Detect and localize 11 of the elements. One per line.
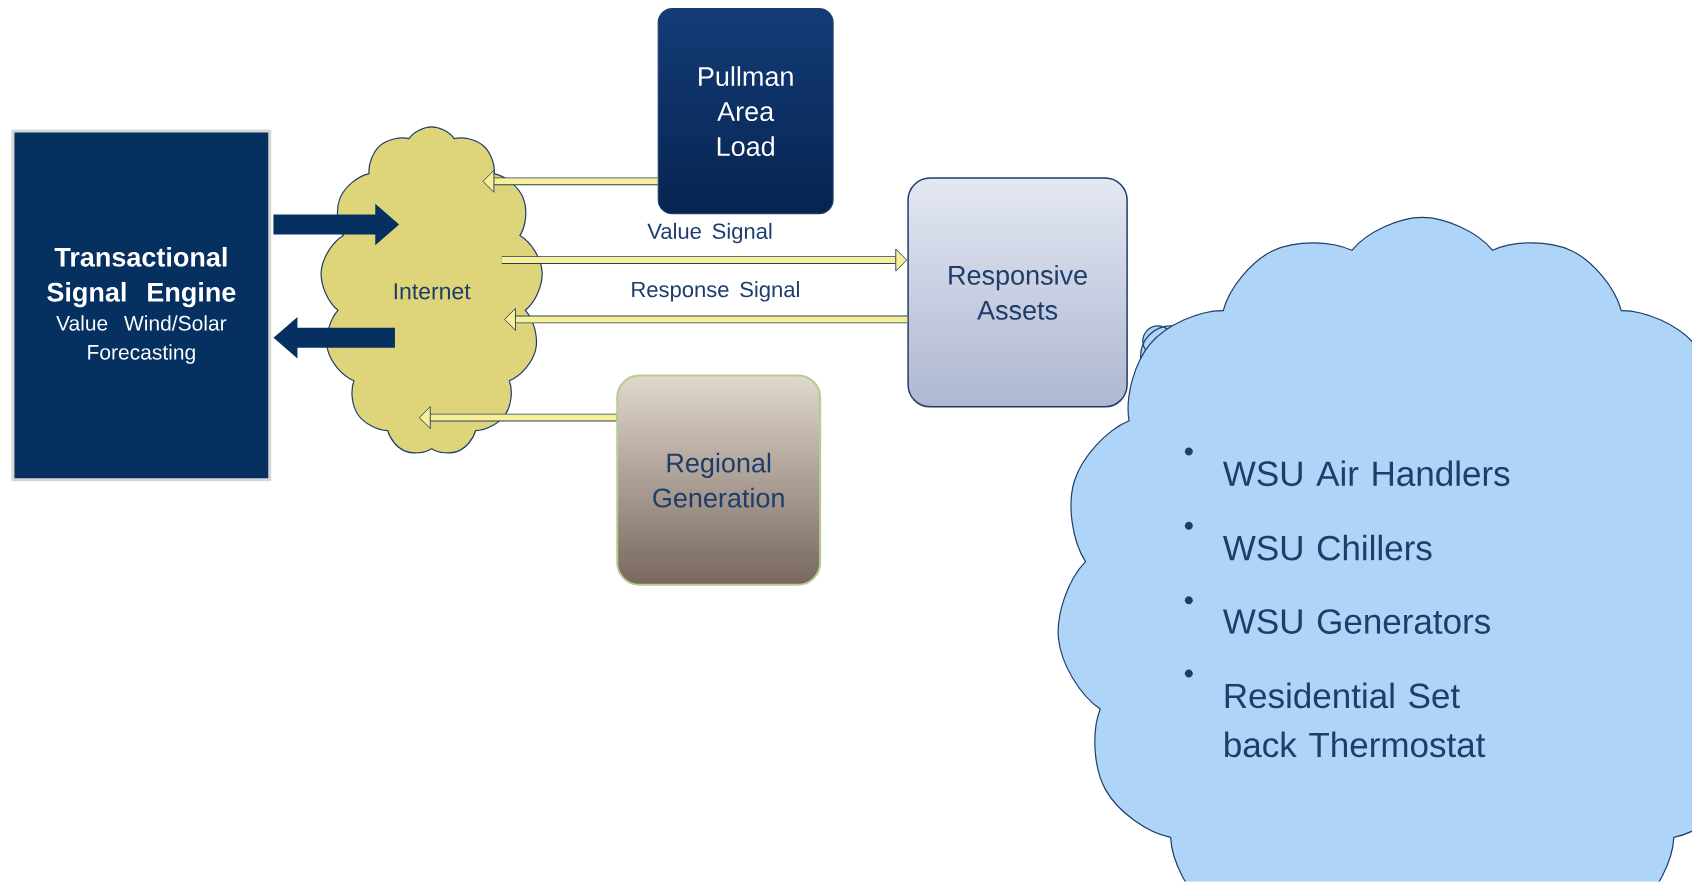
generation-box: Regional Generation xyxy=(616,374,822,587)
arrow xyxy=(501,248,908,272)
arrow xyxy=(418,406,617,430)
edge-label: Response Signal xyxy=(629,280,802,303)
assets-box: Responsive Assets xyxy=(907,177,1128,408)
edge-label: Value Signal xyxy=(646,222,774,245)
load-box: Pullman Area Load xyxy=(657,8,834,215)
engine-box: Transactional Signal Engine Value Wind/Solar Forecasting xyxy=(11,129,272,482)
arrow xyxy=(482,170,658,193)
arrow xyxy=(504,308,908,332)
internet-cloud: Internet xyxy=(320,126,543,454)
